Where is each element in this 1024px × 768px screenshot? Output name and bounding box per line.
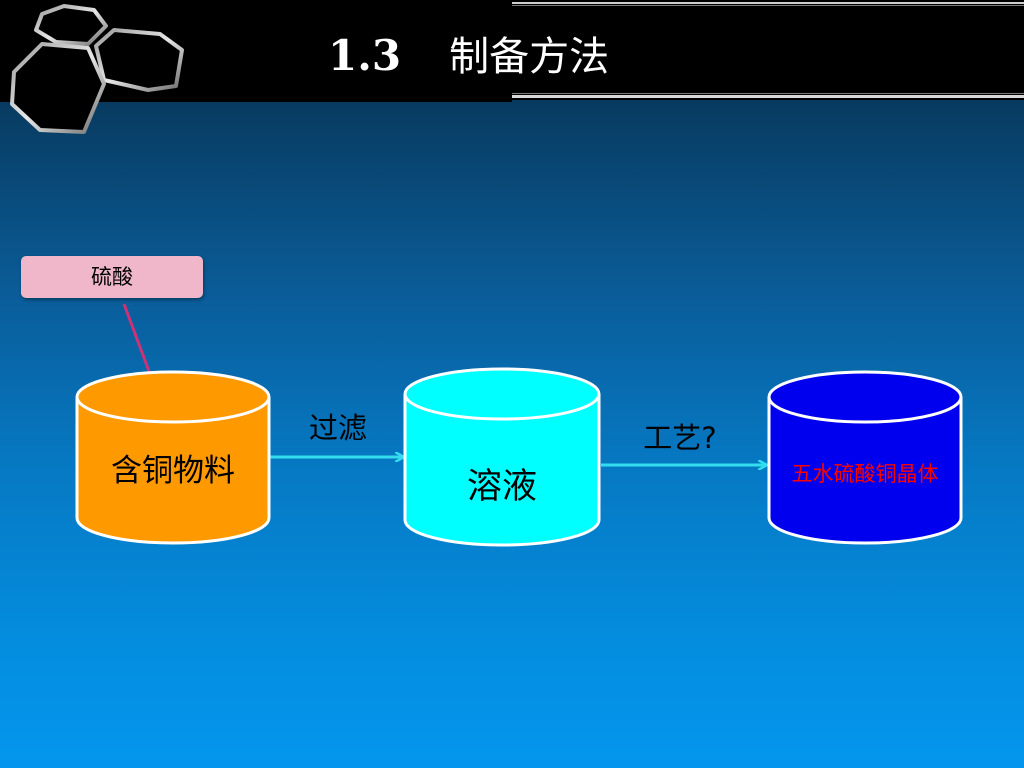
slide-title: 1.3 制备方法: [328, 26, 609, 86]
node-raw-material-cylinder: [75, 370, 271, 545]
section-number: 1.3: [328, 31, 402, 80]
header-rule-top: [512, 2, 1024, 4]
header-bar-right: [512, 0, 1024, 100]
reagent-label: 硫酸: [91, 265, 133, 289]
node-product-label: 五水硫酸铜晶体: [791, 462, 939, 486]
hexagon-right-shape: [94, 28, 184, 92]
header-rule-bottom-thin: [512, 93, 1024, 94]
edge-reagent-arrow: [122, 303, 156, 383]
hexagon-logo-icon: [10, 4, 184, 134]
node-solution-cylinder: [403, 367, 601, 547]
edge-filter-label: 过滤: [308, 411, 367, 445]
hexagon-top-shape: [34, 4, 108, 46]
section-title: 制备方法: [449, 34, 610, 80]
node-product-cylinder: [767, 370, 963, 545]
header-rule-top-thin: [512, 5, 1024, 6]
node-solution-label: 溶液: [466, 467, 537, 507]
header-rule-bottom: [512, 95, 1024, 98]
hexagon-left-shape: [10, 42, 106, 134]
edge-process-label: 工艺?: [643, 421, 717, 455]
node-raw-material-label: 含铜物料: [111, 453, 235, 489]
reagent-box: 硫酸: [21, 256, 203, 298]
